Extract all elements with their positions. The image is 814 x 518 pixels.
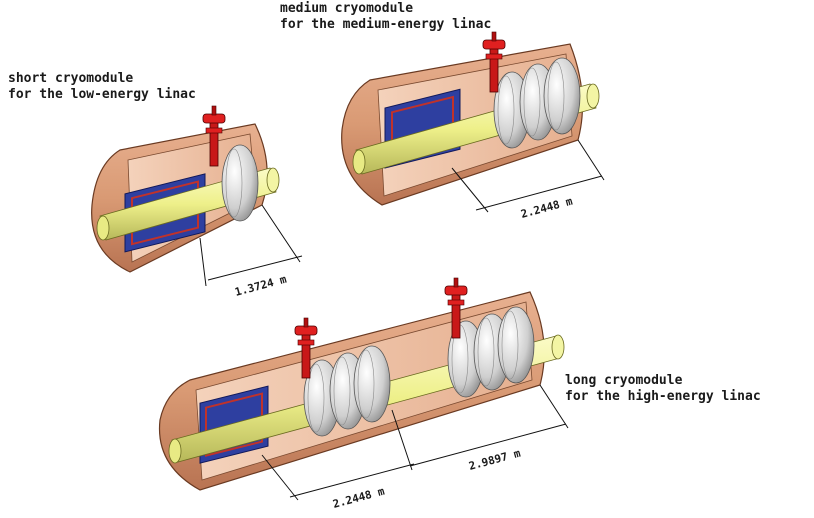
short-length-label: 1.3724 m — [233, 273, 288, 299]
short-caption-line2: for the low-energy linac — [8, 87, 196, 102]
medium-length-label: 2.2448 m — [519, 195, 574, 221]
medium-cryomodule — [341, 31, 600, 206]
short-cavity — [221, 144, 259, 222]
long-cryomodule — [158, 277, 565, 491]
dimension-lines — [199, 139, 605, 501]
long-caption-line1: long cryomodule — [565, 373, 683, 388]
long-length-b-label: 2.9897 m — [467, 447, 522, 473]
short-caption-line1: short cryomodule — [8, 71, 133, 86]
short-cryomodule — [91, 105, 280, 273]
medium-caption-line1: medium cryomodule — [280, 1, 413, 16]
long-length-a-label: 2.2448 m — [331, 485, 386, 511]
long-caption-line2: for the high-energy linac — [565, 389, 761, 404]
medium-caption-line2: for the medium-energy linac — [280, 17, 491, 32]
